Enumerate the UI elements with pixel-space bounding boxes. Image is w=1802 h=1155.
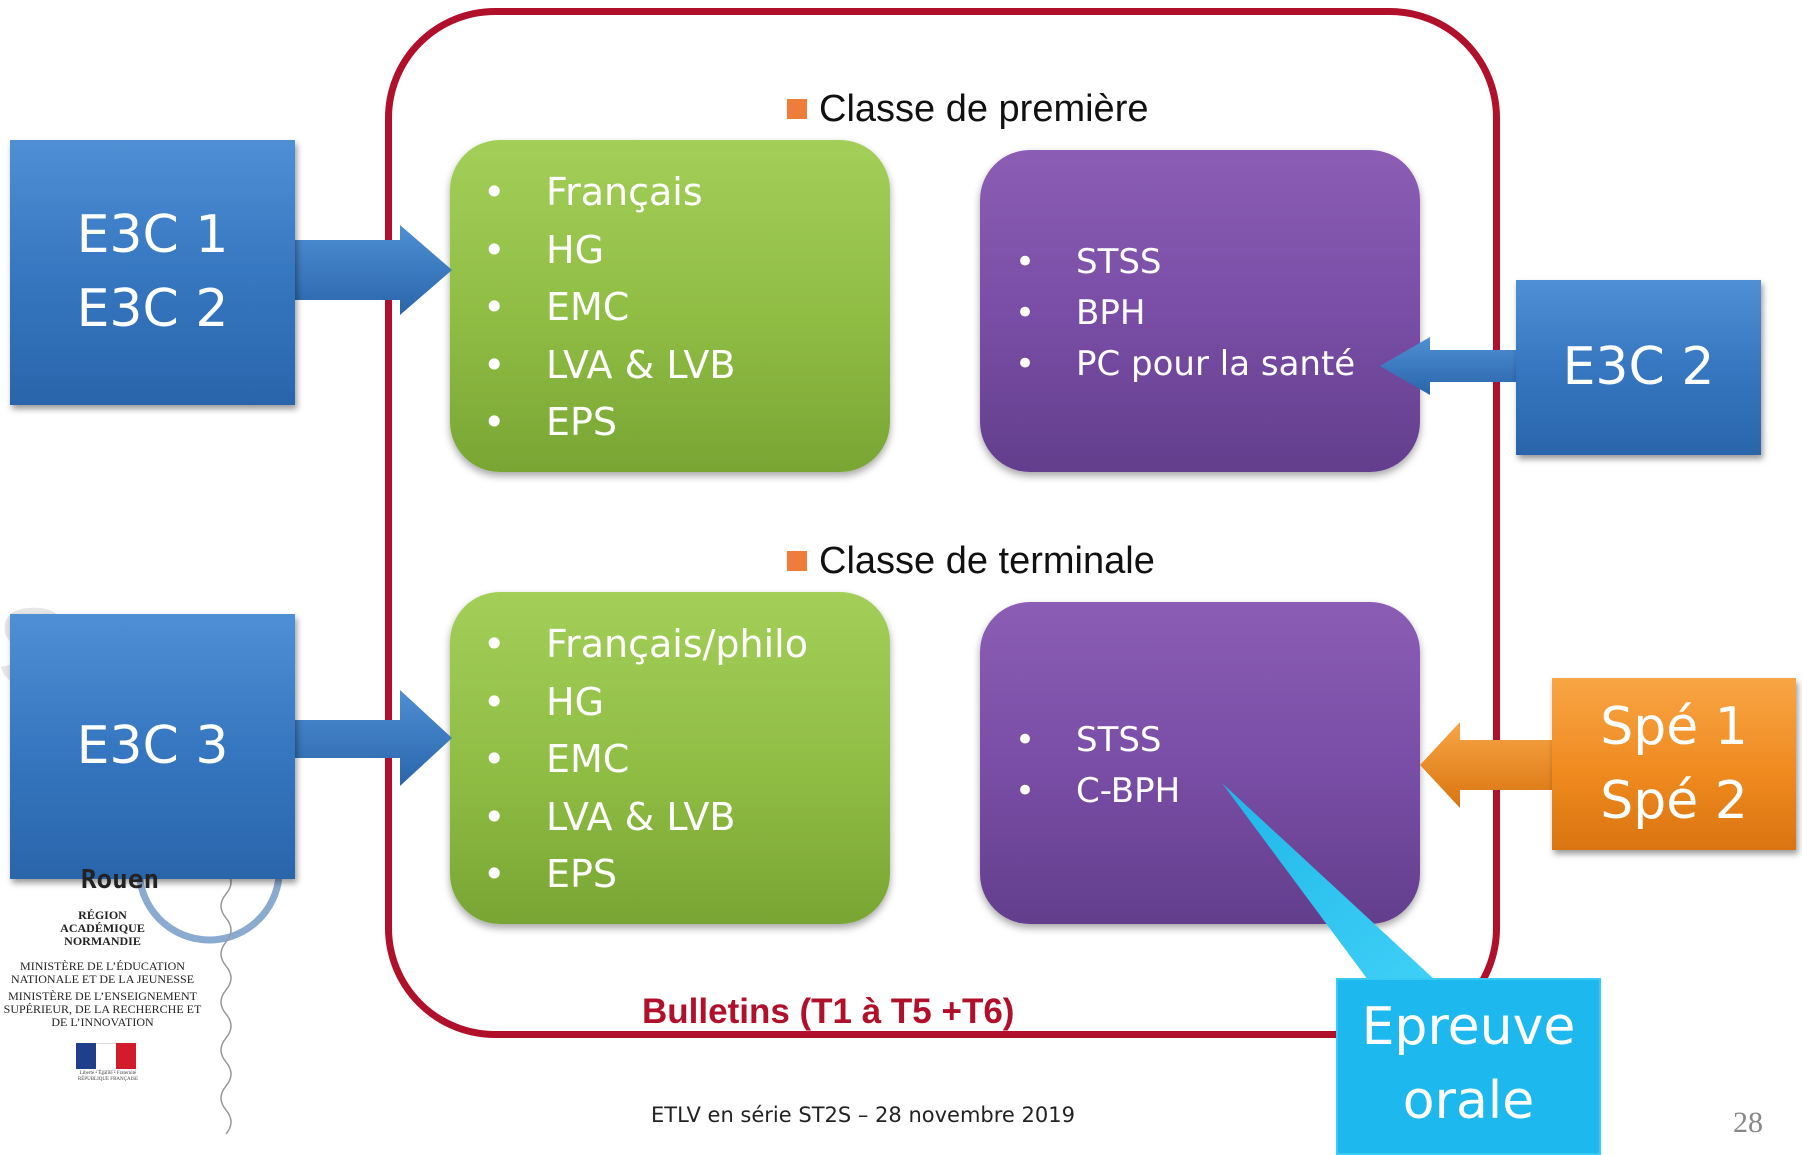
premiere-specialites-list: STSS BPH PC pour la santé: [980, 237, 1355, 390]
list-item: Français: [450, 164, 735, 222]
bulletins-frame: [385, 8, 1500, 1038]
e3c-1-2-line2: E3C 2: [76, 279, 229, 339]
page-number: 28: [1733, 1106, 1763, 1139]
academie-logo: Rouen RÉGION ACADÉMIQUE NORMANDIE MINIST…: [0, 865, 210, 1083]
list-item: STSS: [980, 237, 1355, 288]
spe-line2: Spé 2: [1600, 771, 1748, 831]
callout-line1: Epreuve: [1361, 997, 1576, 1057]
arrow-right-e3c3: [292, 690, 452, 786]
logo-region: RÉGION ACADÉMIQUE NORMANDIE: [60, 908, 145, 948]
square-bullet-icon: [787, 551, 807, 571]
premiere-title: Classe de première: [787, 88, 1148, 131]
list-item: LVA & LVB: [450, 789, 808, 847]
e3c-1-2-line1: E3C 1: [76, 205, 229, 265]
bulletins-label: Bulletins (T1 à T5 +T6): [642, 992, 1015, 1031]
terminale-specialites-box: STSS C-BPH: [980, 602, 1420, 924]
e3c-3-line1: E3C 3: [76, 716, 229, 776]
list-item: HG: [450, 674, 808, 732]
e3c-1-2-box: E3C 1 E3C 2: [10, 140, 295, 405]
list-item: LVA & LVB: [450, 337, 735, 395]
epreuve-orale-callout: Epreuve orale: [1336, 978, 1601, 1155]
terminale-tronc-commun-box: Français/philo HG EMC LVA & LVB EPS: [450, 592, 890, 924]
list-item: Français/philo: [450, 616, 808, 674]
square-bullet-icon: [787, 99, 807, 119]
list-item: BPH: [980, 288, 1355, 339]
terminale-title: Classe de terminale: [787, 540, 1155, 583]
arrow-right-e3c12: [292, 225, 452, 315]
list-item: HG: [450, 222, 735, 280]
logo-ministere-2: MINISTÈRE DE L’ENSEIGNEMENT SUPÉRIEUR, D…: [3, 989, 202, 1029]
list-item: C-BPH: [980, 766, 1180, 817]
list-item: STSS: [980, 715, 1180, 766]
list-item: EMC: [450, 731, 808, 789]
arrow-left-e3c2: [1380, 337, 1520, 395]
wavy-line: [220, 869, 232, 1135]
premiere-tronc-commun-box: Français HG EMC LVA & LVB EPS: [450, 140, 890, 472]
list-item: PC pour la santé: [980, 339, 1355, 390]
e3c-2-line1: E3C 2: [1562, 337, 1715, 397]
logo-text-block: RÉGION ACADÉMIQUE NORMANDIE MINISTÈRE DE…: [0, 909, 205, 1029]
flag-logo: Liberté • Égalité • Fraternité RÉPUBLIQU…: [76, 1043, 138, 1083]
arrow-left-spe: [1420, 722, 1560, 808]
list-item: EPS: [450, 394, 735, 452]
logo-ministere-1: MINISTÈRE DE L’ÉDUCATION NATIONALE ET DE…: [10, 959, 195, 986]
e3c-2-box: E3C 2: [1516, 280, 1761, 455]
premiere-specialites-box: STSS BPH PC pour la santé: [980, 150, 1420, 472]
premiere-tronc-commun-list: Français HG EMC LVA & LVB EPS: [450, 164, 735, 452]
spe-box: Spé 1 Spé 2: [1552, 678, 1796, 850]
terminale-title-text: Classe de terminale: [819, 540, 1155, 582]
terminale-tronc-commun-list: Français/philo HG EMC LVA & LVB EPS: [450, 616, 808, 904]
republique-text: Liberté • Égalité • Fraternité RÉPUBLIQU…: [77, 1071, 139, 1082]
premiere-title-text: Classe de première: [819, 88, 1149, 130]
e3c-3-box: E3C 3: [10, 614, 295, 879]
callout-pointer: [1222, 783, 1435, 980]
logo-city: Rouen: [80, 865, 160, 895]
terminale-specialites-list: STSS C-BPH: [980, 715, 1180, 817]
callout-line2: orale: [1402, 1071, 1535, 1131]
footer-text: ETLV en série ST2S – 28 novembre 2019: [651, 1103, 1075, 1127]
list-item: EPS: [450, 846, 808, 904]
spe-line1: Spé 1: [1600, 697, 1748, 757]
list-item: EMC: [450, 279, 735, 337]
